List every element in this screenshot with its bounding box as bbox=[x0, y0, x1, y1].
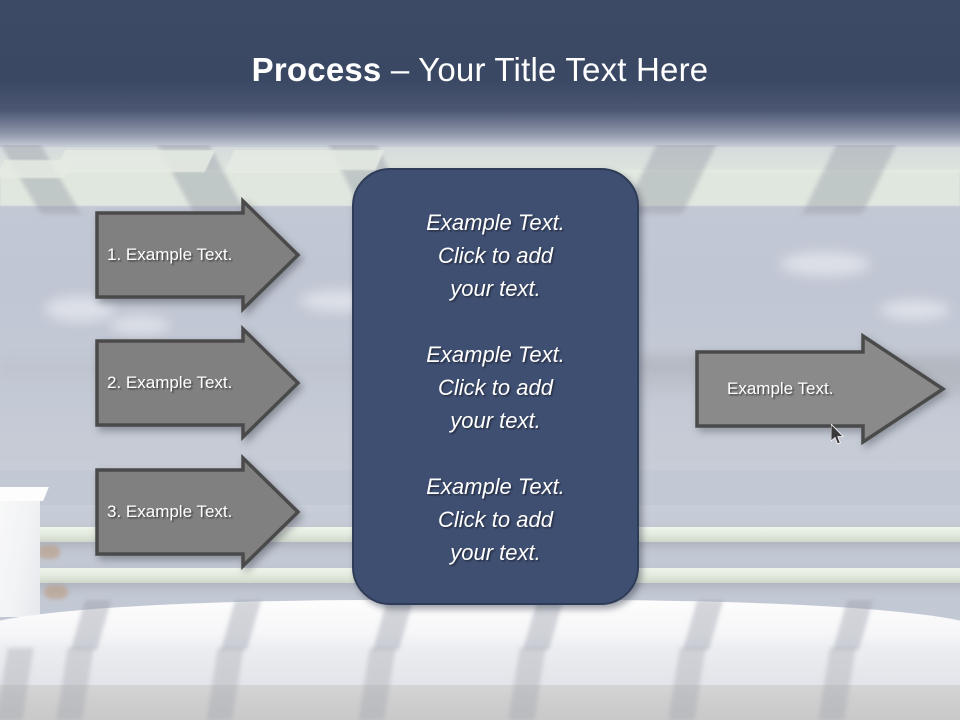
center-text-block[interactable]: Example Text. Click to add your text. bbox=[376, 338, 615, 437]
photo-cloud bbox=[780, 252, 870, 276]
center-text-block[interactable]: Example Text. Click to add your text. bbox=[376, 470, 615, 569]
center-text-line: Example Text. bbox=[426, 342, 565, 367]
pergola-beam bbox=[225, 150, 385, 170]
process-arrow-1[interactable]: 1. Example Text. bbox=[95, 196, 301, 314]
pergola-beam bbox=[54, 150, 216, 172]
photo-cloud bbox=[45, 296, 115, 322]
photo-pillar-cap bbox=[0, 487, 49, 501]
photo-ledge-face bbox=[0, 645, 960, 687]
center-text-block[interactable]: Example Text. Click to add your text. bbox=[376, 206, 615, 305]
arrow-right-shape-icon bbox=[95, 324, 301, 442]
process-arrow-2-label: 2. Example Text. bbox=[107, 373, 233, 392]
center-text-line: your text. bbox=[450, 276, 541, 301]
center-text-line: Click to add bbox=[438, 243, 553, 268]
center-content-panel[interactable]: Example Text. Click to add your text. Ex… bbox=[352, 168, 639, 605]
center-text-line: Example Text. bbox=[426, 210, 565, 235]
slide-header-bar: Process – Your Title Text Here bbox=[0, 0, 960, 145]
photo-ledge-top bbox=[0, 600, 960, 648]
process-arrow-3-label: 3. Example Text. bbox=[107, 502, 233, 521]
process-output-arrow[interactable]: Example Text. bbox=[695, 332, 947, 446]
photo-ground bbox=[0, 685, 960, 720]
page-title-bold: Process bbox=[251, 51, 382, 88]
arrow-right-shape-icon bbox=[95, 196, 301, 314]
photo-speck bbox=[38, 545, 60, 559]
process-output-arrow-label: Example Text. bbox=[727, 379, 834, 398]
center-text-line: Click to add bbox=[438, 507, 553, 532]
center-text-line: Example Text. bbox=[426, 474, 565, 499]
process-arrow-2[interactable]: 2. Example Text. bbox=[95, 324, 301, 442]
arrow-right-shape-icon bbox=[95, 453, 301, 571]
page-title: Process – Your Title Text Here bbox=[0, 50, 960, 90]
photo-speck bbox=[44, 585, 68, 599]
center-text-line: your text. bbox=[450, 408, 541, 433]
center-text-line: your text. bbox=[450, 540, 541, 565]
photo-pillar bbox=[0, 487, 40, 617]
mouse-cursor-icon bbox=[831, 424, 844, 445]
process-arrow-1-label: 1. Example Text. bbox=[107, 245, 233, 264]
photo-cloud bbox=[110, 316, 170, 334]
photo-cloud bbox=[880, 300, 950, 320]
arrow-right-shape-icon bbox=[695, 332, 947, 446]
center-text-line: Click to add bbox=[438, 375, 553, 400]
process-arrow-3[interactable]: 3. Example Text. bbox=[95, 453, 301, 571]
page-title-rest: – Your Title Text Here bbox=[381, 51, 709, 88]
